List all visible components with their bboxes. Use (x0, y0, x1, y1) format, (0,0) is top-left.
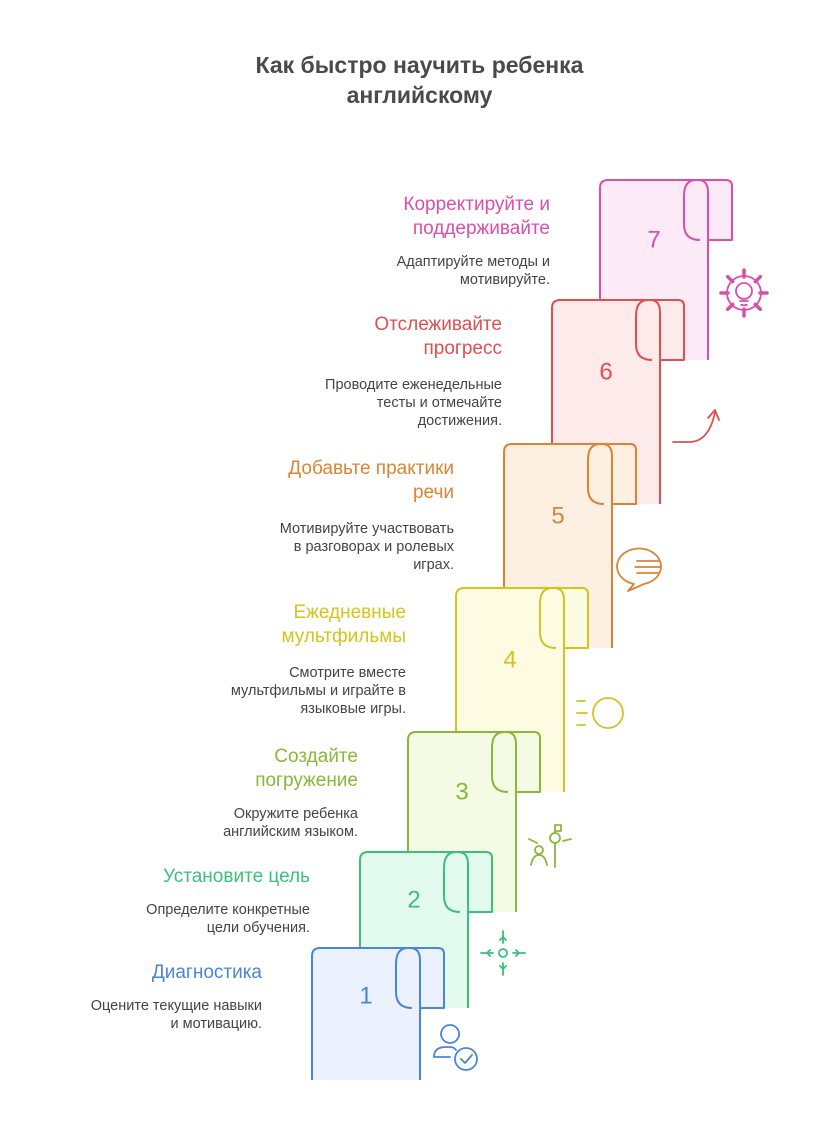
step-description: Адаптируйте методы и (397, 254, 550, 270)
step-number: 1 (359, 982, 372, 1009)
diagram-title: Как быстро научить ребенка английскому (255, 52, 584, 108)
step-title: Ежедневные (294, 602, 407, 623)
step-description: английским языком. (223, 824, 358, 840)
step-title: Создайте (274, 746, 358, 767)
scroll-curl-edge (395, 947, 413, 1009)
step-description: цели обучения. (207, 920, 310, 936)
user-check-icon (433, 1024, 478, 1071)
step-description: языковые игры. (300, 701, 406, 717)
gear-bulb-icon (719, 268, 769, 318)
scroll-curl-edge (443, 851, 461, 913)
scroll-curl-edge (683, 179, 701, 241)
sun-rays-icon (576, 697, 624, 729)
trend-arrow-icon (672, 409, 720, 443)
scroll-body (311, 947, 421, 1080)
step-number: 2 (407, 886, 420, 913)
step-title: Корректируйте и (403, 194, 550, 215)
step-title: речи (413, 482, 454, 503)
step-description: и мотивацию. (171, 1016, 263, 1032)
step-title: Установите цель (163, 866, 310, 887)
scroll-curl-edge (491, 731, 509, 793)
step-description: в разговорах и ролевых (294, 539, 455, 555)
step-number: 6 (599, 358, 612, 385)
step-description: Окружите ребенка (234, 806, 359, 822)
step-description: Оцените текущие навыки (91, 998, 262, 1014)
step-title: мультфильмы (281, 626, 406, 647)
step-description: тесты и отмечайте (377, 395, 502, 411)
scroll-curl-edge (539, 587, 557, 649)
step-description: мультфильмы и играйте в (231, 683, 406, 699)
step-title: Добавьте практики (288, 458, 454, 479)
step-description: Смотрите вместе (289, 665, 406, 681)
step-description: Определите конкретные (146, 902, 310, 918)
step-description: мотивируйте. (460, 272, 550, 288)
step-title: Отслеживайте (374, 314, 502, 335)
step-title: Диагностика (152, 962, 263, 983)
step-number: 4 (503, 646, 516, 673)
step-number: 7 (647, 226, 660, 253)
step-number: 5 (551, 502, 564, 529)
step-title: прогресс (424, 338, 503, 359)
scroll-curl-edge (587, 443, 605, 505)
step-description: достижения. (418, 413, 502, 429)
step-description: Проводите еженедельные (325, 377, 502, 393)
step-title: поддерживайте (413, 218, 550, 239)
scroll-curl-edge (635, 299, 653, 361)
person-flag-icon (528, 824, 572, 868)
step-title: погружение (255, 770, 358, 791)
step-description: Мотивируйте участвовать (280, 521, 454, 537)
scroll-step-1: 1 (311, 947, 445, 1080)
step-description: играх. (413, 557, 454, 573)
speech-bubble-icon (616, 547, 662, 592)
step-number: 3 (455, 778, 468, 805)
step-label-7: Корректируйте и поддерживайтеАдаптируйте … (397, 194, 550, 288)
target-icon (480, 930, 526, 976)
